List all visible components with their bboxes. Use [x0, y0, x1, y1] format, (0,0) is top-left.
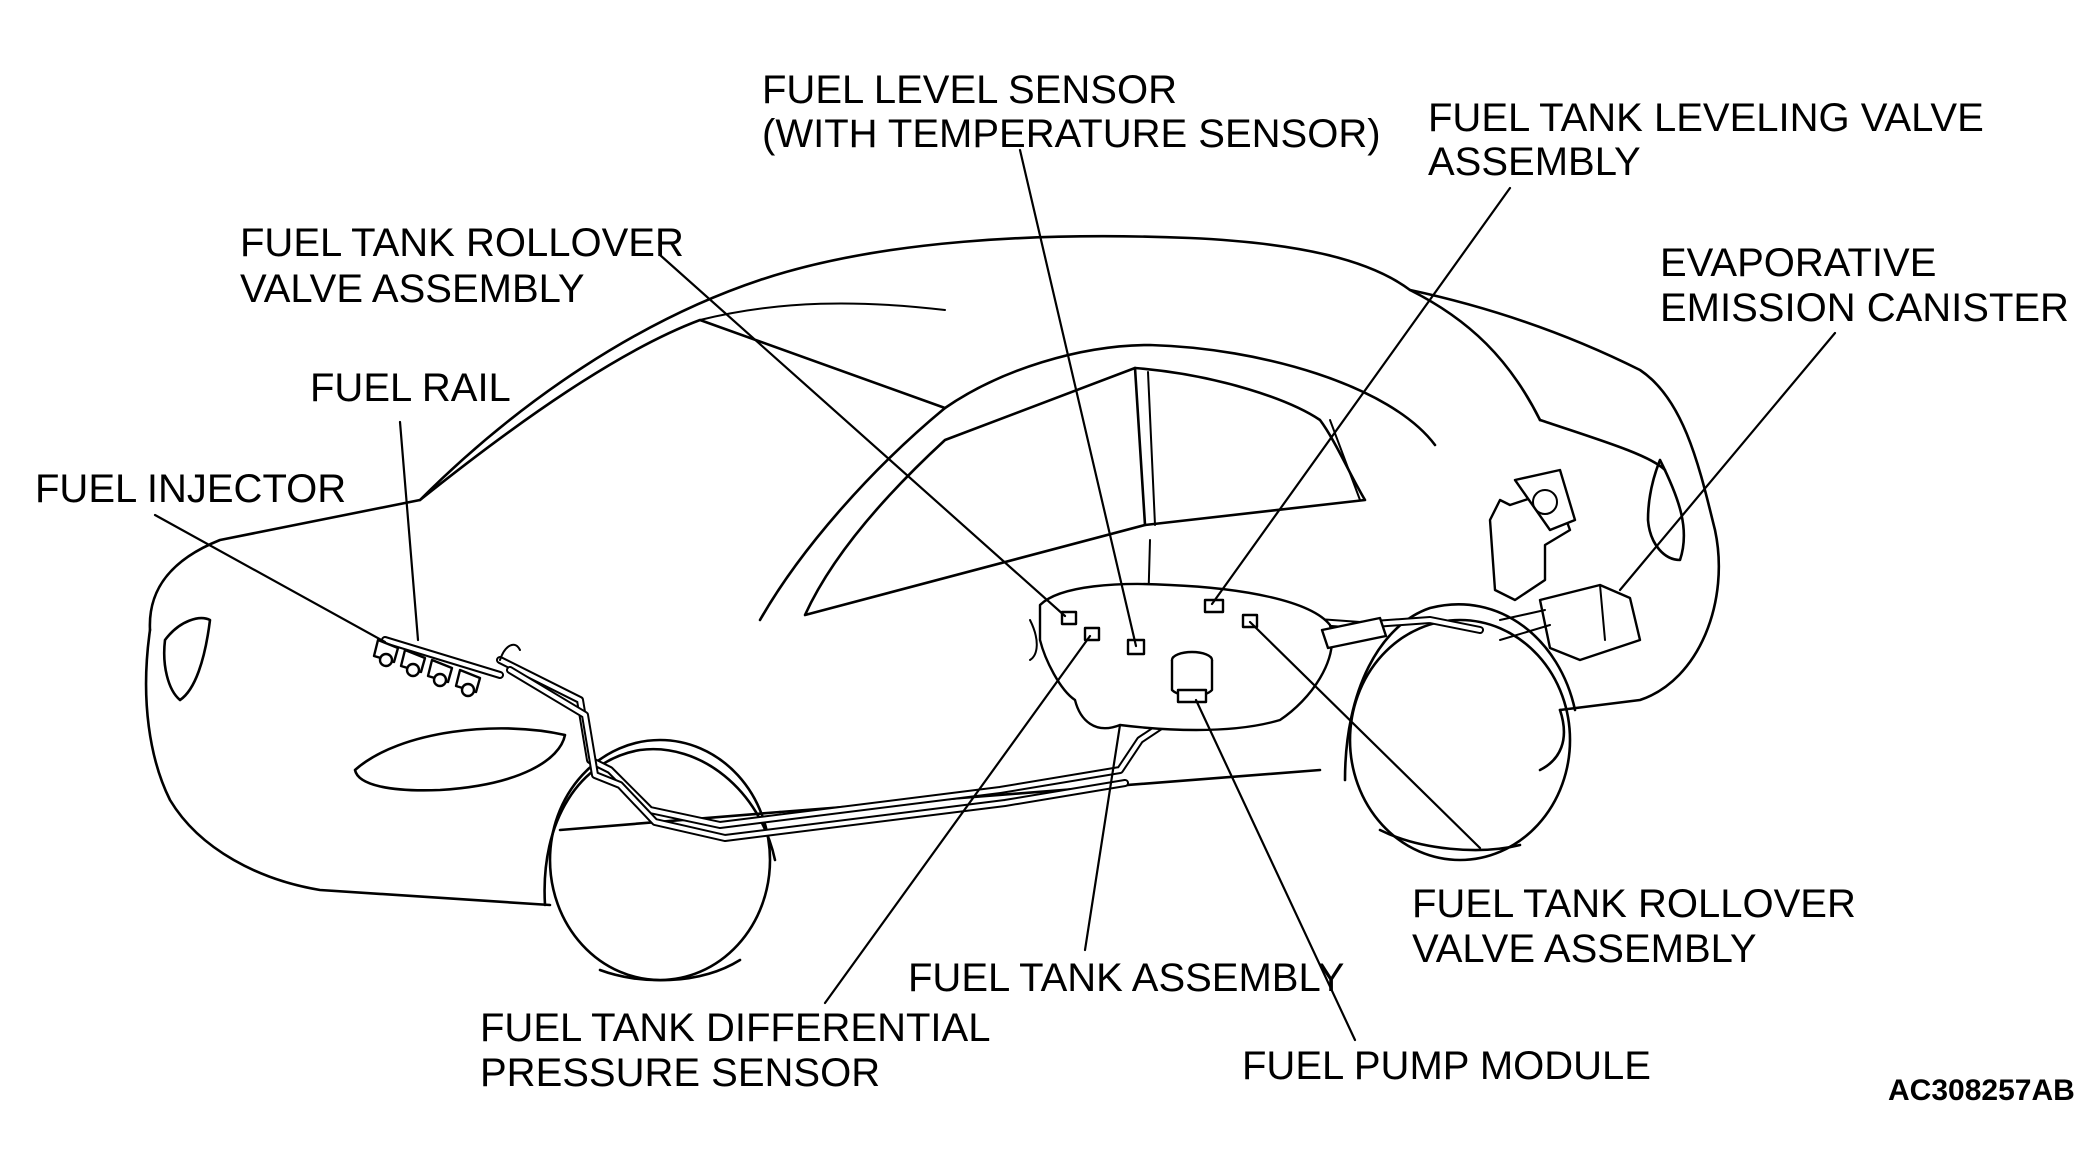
label-fuel-pump-module: FUEL PUMP MODULE — [1242, 1044, 1651, 1088]
label-fuel-tank-rollover-valve-front: FUEL TANK ROLLOVER VALVE ASSEMBLY — [240, 221, 695, 311]
leader-fuel-pump-module — [1194, 698, 1357, 1042]
leader-fuel-injector — [153, 513, 387, 644]
leader-fuel-rail — [398, 420, 420, 642]
label-evaporative-emission-canister: EVAPORATIVE EMISSION CANISTER — [1660, 241, 2069, 330]
label-fuel-tank-leveling-valve: FUEL TANK LEVELING VALVE ASSEMBLY — [1428, 96, 1995, 184]
leader-fuel-level-sensor — [1018, 148, 1138, 648]
fuel-system-parts — [372, 468, 1642, 842]
figure-code: AC308257AB — [1888, 1074, 2075, 1107]
leader-fuel-tank-leveling-valve — [1210, 186, 1512, 606]
label-fuel-tank-differential-pressure-sensor: FUEL TANK DIFFERENTIAL PRESSURE SENSOR — [480, 1006, 1000, 1095]
fuel-injectors — [372, 638, 482, 698]
car-body — [144, 234, 1721, 982]
fuel-rail — [381, 636, 521, 679]
leader-lines — [153, 148, 1837, 1042]
fuel-pump-module — [1170, 650, 1214, 704]
label-fuel-level-sensor: FUEL LEVEL SENSOR (WITH TEMPERATURE SENS… — [762, 68, 1381, 156]
leader-fuel-tank-assembly — [1083, 723, 1122, 952]
label-fuel-tank-rollover-valve-rear: FUEL TANK ROLLOVER VALVE ASSEMBLY — [1412, 882, 1867, 971]
vapor-line-fitting — [1320, 616, 1388, 650]
label-fuel-rail: FUEL RAIL — [310, 366, 511, 410]
filler-neck — [1488, 468, 1577, 602]
labels: FUEL LEVEL SENSOR (WITH TEMPERATURE SENS… — [35, 68, 2075, 1107]
leader-fuel-tank-rollover-valve-front — [658, 253, 1067, 618]
leader-fuel-tank-rollover-valve-rear — [1248, 620, 1482, 850]
leader-evaporative-emission-canister — [1618, 331, 1837, 592]
label-fuel-tank-assembly: FUEL TANK ASSEMBLY — [908, 956, 1344, 1000]
label-fuel-injector: FUEL INJECTOR — [35, 467, 346, 511]
leader-fuel-tank-differential-pressure-sensor — [823, 634, 1092, 1005]
evap-canister — [1499, 583, 1642, 662]
